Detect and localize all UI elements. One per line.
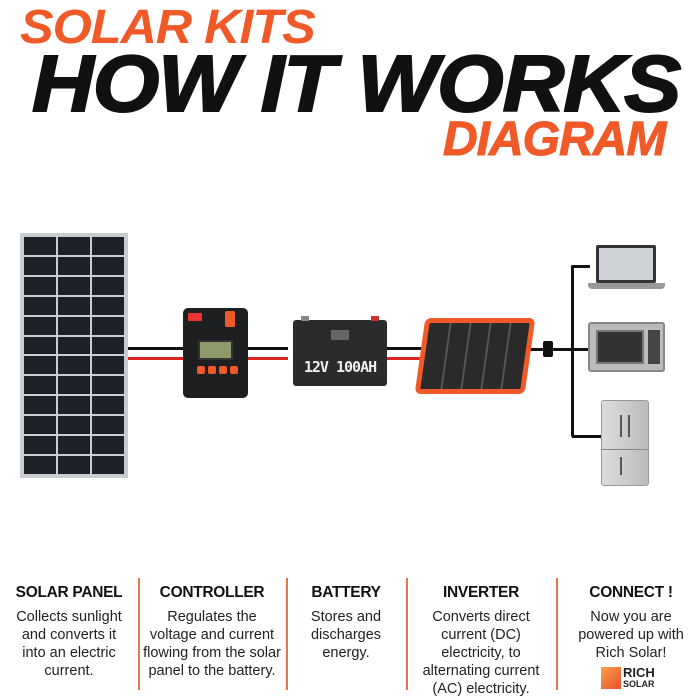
- wire-laptop: [572, 265, 590, 268]
- solar-cell: [24, 296, 56, 315]
- battery-image: 12V 100AH: [293, 316, 387, 386]
- solar-cell: [92, 256, 124, 275]
- controller-button: [208, 366, 216, 374]
- step-heading: SOLAR PANEL: [15, 584, 123, 601]
- controller-button: [219, 366, 227, 374]
- divider: [406, 578, 408, 690]
- battery-logo: [331, 330, 349, 340]
- title-how-it-works: HOW IT WORKS: [31, 39, 682, 128]
- refrigerator-icon: [601, 400, 649, 486]
- solar-cell: [58, 456, 90, 474]
- solar-cell: [24, 276, 56, 295]
- solar-cell: [24, 256, 56, 275]
- step-heading: CONNECT !: [589, 584, 673, 601]
- solar-cell: [92, 296, 124, 315]
- solar-cell: [24, 336, 56, 355]
- divider: [556, 578, 558, 690]
- solar-cell: [92, 276, 124, 295]
- solar-cell: [92, 436, 124, 455]
- wire-controller-battery-black: [248, 347, 288, 350]
- solar-cell: [58, 356, 90, 375]
- laptop-icon: [596, 245, 656, 283]
- solar-cell: [92, 396, 124, 415]
- logo-line1: RICH: [623, 665, 655, 680]
- divider: [286, 578, 288, 690]
- solar-cell: [24, 316, 56, 335]
- solar-panel-image: [20, 233, 128, 478]
- solar-cell: [92, 336, 124, 355]
- solar-cell: [24, 456, 56, 474]
- controller-lcd: [198, 340, 233, 360]
- inverter-image: [414, 318, 536, 394]
- wire-controller-battery-red: [248, 357, 288, 360]
- title-diagram: DIAGRAM: [442, 113, 666, 166]
- solar-cell: [24, 356, 56, 375]
- charge-controller-image: [183, 308, 248, 398]
- solar-cell: [58, 316, 90, 335]
- step-solar-panel: SOLAR PANEL Collects sunlight and convert…: [2, 584, 136, 680]
- solar-cell: [24, 237, 56, 255]
- step-text: Collects sunlight and converts it into a…: [16, 609, 122, 679]
- solar-cell: [92, 376, 124, 395]
- solar-cell: [58, 336, 90, 355]
- solar-cell: [24, 396, 56, 415]
- solar-cell: [24, 436, 56, 455]
- solar-cell: [24, 376, 56, 395]
- title-solar-kits: SOLAR KITS: [20, 1, 316, 54]
- wire-fridge: [572, 435, 602, 438]
- controller-button: [197, 366, 205, 374]
- solar-cell: [58, 396, 90, 415]
- solar-cell: [58, 276, 90, 295]
- solar-cell: [92, 456, 124, 474]
- step-text: Stores and discharges energy.: [310, 609, 382, 661]
- controller-logo: [188, 313, 202, 321]
- solar-cell: [58, 376, 90, 395]
- step-connect: CONNECT ! Now you are powered up with Ric…: [562, 584, 700, 662]
- step-heading: CONTROLLER: [159, 584, 265, 601]
- solar-cell: [58, 237, 90, 255]
- battery-label: 12V 100AH: [303, 358, 377, 376]
- solar-cell: [58, 416, 90, 435]
- step-battery: BATTERY Stores and discharges energy.: [290, 584, 402, 662]
- laptop-base: [588, 283, 665, 289]
- step-heading: INVERTER: [443, 584, 519, 601]
- step-text: Now you are powered up with Rich Solar!: [578, 609, 684, 661]
- solar-cell: [92, 416, 124, 435]
- divider: [138, 578, 140, 690]
- wire-panel-controller-black: [128, 347, 183, 350]
- solar-cell: [58, 256, 90, 275]
- step-text: Regulates the voltage and current flowin…: [143, 609, 281, 679]
- solar-cell: [92, 237, 124, 255]
- sun-logo-icon: [601, 667, 621, 689]
- logo-line2: SOLAR: [623, 679, 655, 689]
- solar-cell: [92, 356, 124, 375]
- solar-cell: [58, 296, 90, 315]
- controller-button: [230, 366, 238, 374]
- solar-cell: [24, 416, 56, 435]
- step-controller: CONTROLLER Regulates the voltage and curr…: [142, 584, 282, 680]
- step-inverter: INVERTER Converts direct current (DC) ele…: [410, 584, 552, 698]
- ac-bus-line: [571, 265, 574, 437]
- controller-tab: [225, 311, 235, 327]
- step-text: Converts direct current (DC) electricity…: [422, 609, 540, 697]
- microwave-icon: [588, 322, 665, 372]
- step-heading: BATTERY: [311, 584, 381, 601]
- wire-microwave: [572, 348, 590, 351]
- plug-icon: [543, 341, 553, 357]
- solar-cell: [58, 436, 90, 455]
- wire-battery-inverter-black: [387, 347, 423, 350]
- solar-cell: [92, 316, 124, 335]
- wire-panel-controller-red: [128, 357, 183, 360]
- wire-battery-inverter-red: [387, 357, 423, 360]
